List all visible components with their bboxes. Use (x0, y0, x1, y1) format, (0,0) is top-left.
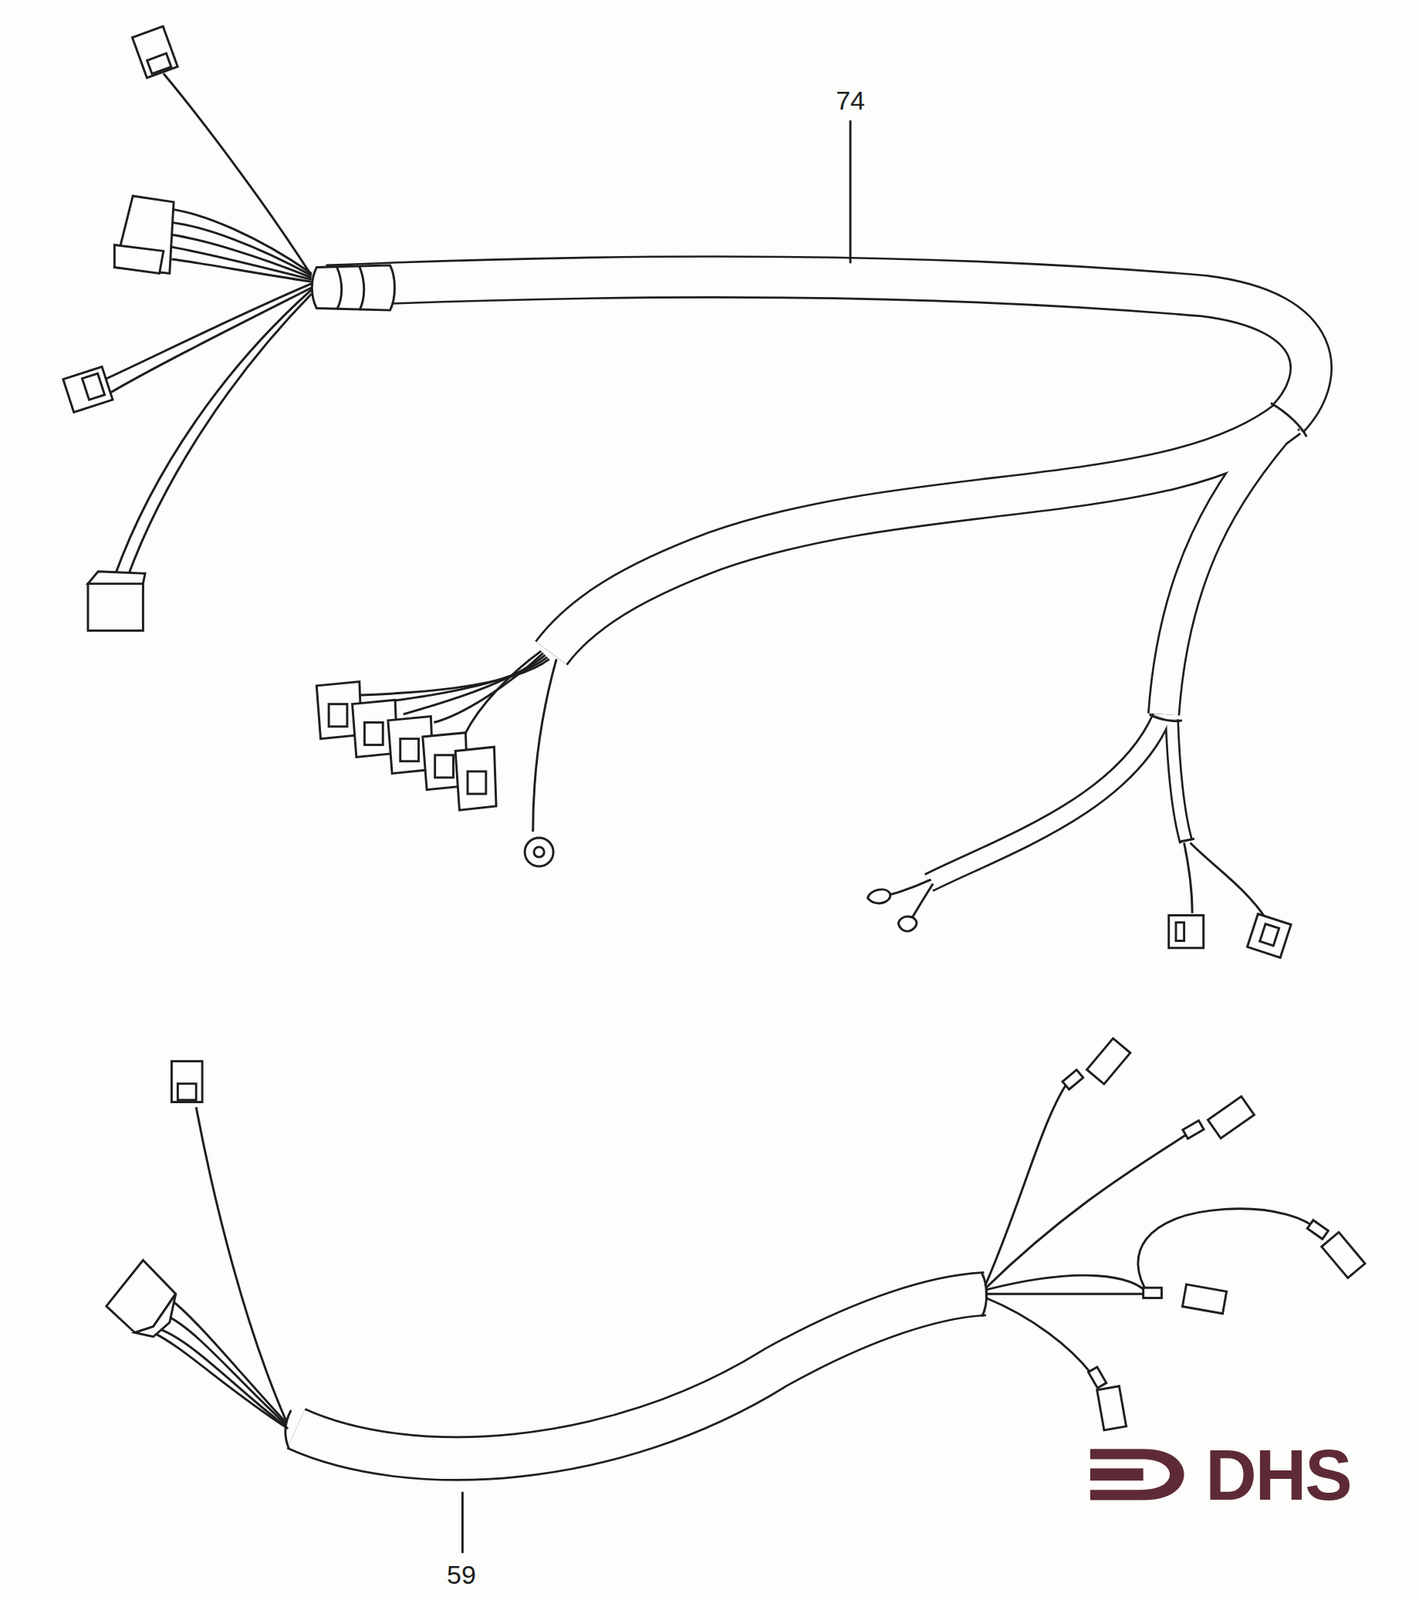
harness-59 (106, 1038, 1365, 1554)
logo-symbol (1090, 1449, 1185, 1501)
callout-number: 74 (835, 87, 865, 114)
harness-74 (63, 26, 1311, 958)
callout-number: 59 (446, 1561, 477, 1588)
logo-text: DHS (1205, 1439, 1351, 1511)
